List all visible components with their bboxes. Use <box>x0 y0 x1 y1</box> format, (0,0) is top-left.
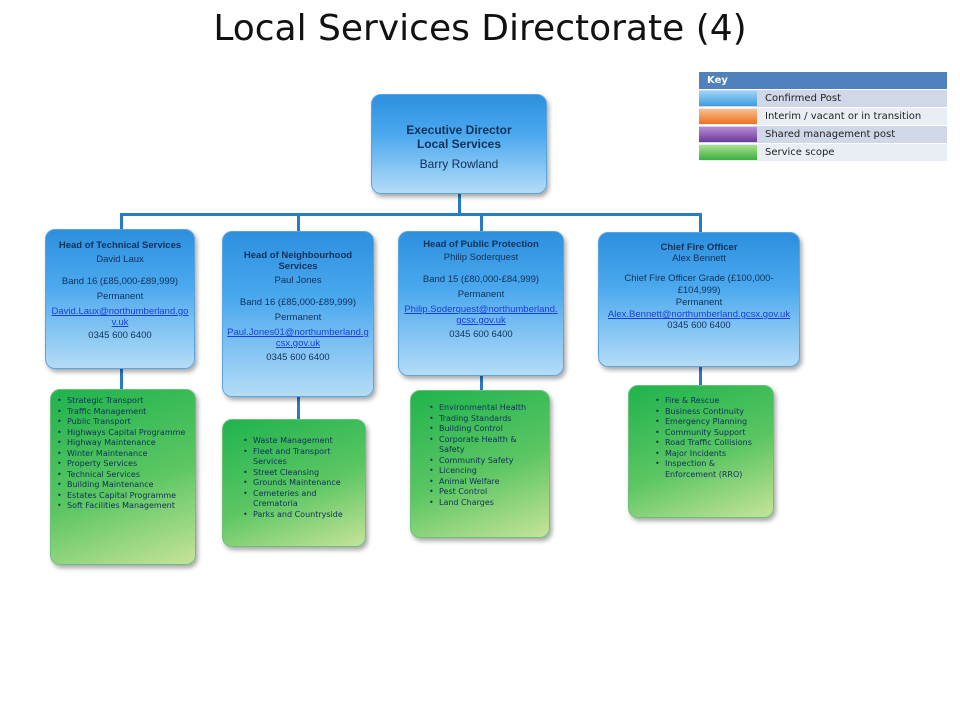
service-item: Winter Maintenance <box>57 449 189 460</box>
service-item: Soft Facilities Management <box>57 501 189 512</box>
shared-swatch <box>699 127 757 142</box>
head-name: Paul Jones <box>274 275 322 286</box>
connector <box>480 374 483 392</box>
services-box-neighbourhood: Waste ManagementFleet and Transport Serv… <box>222 419 366 547</box>
head-box-public-protection: Head of Public Protection Philip Soderqu… <box>398 231 564 376</box>
service-item: Corporate Health & Safety <box>429 435 543 456</box>
service-item: Animal Welfare <box>429 477 543 488</box>
head-status: Permanent <box>274 312 322 323</box>
connector <box>699 213 702 233</box>
key-label: Service scope <box>765 147 835 158</box>
service-item: Street Cleansing <box>243 468 359 479</box>
services-box-technical: Strategic TransportTraffic ManagementPub… <box>50 389 196 565</box>
head-email-link[interactable]: Paul.Jones01@northumberland.gcsx.gov.uk <box>227 327 369 349</box>
scope-swatch <box>699 145 757 160</box>
head-band: Chief Fire Officer Grade (£100,000-£104,… <box>624 273 774 296</box>
interim-swatch <box>699 109 757 124</box>
head-name: Alex Bennett <box>672 253 726 264</box>
service-item: Highways Capital Programme <box>57 428 189 439</box>
key-heading: Key <box>699 72 947 89</box>
key-item-interim: Interim / vacant or in transition <box>699 108 947 125</box>
service-item: Cemeteries and Crematoria <box>243 489 359 510</box>
service-item: Fleet and Transport Services <box>243 447 359 468</box>
head-email-link[interactable]: Philip.Soderquest@northumberland.gcsx.go… <box>404 304 558 326</box>
connector <box>699 366 702 386</box>
head-email-link[interactable]: David.Laux@northumberland.gov.uk <box>51 306 189 328</box>
service-item: Parks and Countryside <box>243 510 359 521</box>
head-title: Head of Neighbourhood Services <box>243 250 353 272</box>
service-item: Public Transport <box>57 417 189 428</box>
head-phone: 0345 600 6400 <box>88 330 152 341</box>
services-box-fire: Fire & RescueBusiness ContinuityEmergenc… <box>628 385 774 518</box>
service-item: Highway Maintenance <box>57 438 189 449</box>
executive-name: Barry Rowland <box>419 157 499 171</box>
service-item: Building Maintenance <box>57 480 189 491</box>
head-title: Head of Public Protection <box>423 239 539 250</box>
key-label: Interim / vacant or in transition <box>765 111 922 122</box>
head-email-link[interactable]: Alex.Bennett@northumberland.gcsx.gov.uk <box>607 309 791 320</box>
executive-title-line1: Executive Director <box>406 123 512 137</box>
head-phone: 0345 600 6400 <box>667 320 731 331</box>
key-label: Confirmed Post <box>765 93 842 104</box>
head-band: Band 15 (£80,000-£84,999) <box>422 274 540 285</box>
service-item: Fire & Rescue <box>655 396 767 407</box>
connector <box>458 192 461 214</box>
head-band: Band 16 (£85,000-£89,999) <box>61 276 179 287</box>
service-item: Traffic Management <box>57 407 189 418</box>
head-phone: 0345 600 6400 <box>449 329 513 340</box>
page-title: Local Services Directorate (4) <box>213 8 747 49</box>
service-item: Community Support <box>655 428 767 439</box>
key-item-scope: Service scope <box>699 144 947 161</box>
service-item: Licencing <box>429 466 543 477</box>
executive-title-line2: Local Services <box>416 137 502 151</box>
service-item: Emergency Planning <box>655 417 767 428</box>
head-status: Permanent <box>457 289 505 300</box>
connector <box>297 213 300 231</box>
service-item: Inspection & Enforcement (RRO) <box>655 459 767 480</box>
service-item: Property Services <box>57 459 189 470</box>
executive-title: Executive Director Local Services <box>372 123 546 151</box>
service-item: Estates Capital Programme <box>57 491 189 502</box>
head-box-neighbourhood: Head of Neighbourhood Services Paul Jone… <box>222 231 374 397</box>
executive-director-box: Executive Director Local Services Barry … <box>371 94 547 194</box>
service-item: Grounds Maintenance <box>243 478 359 489</box>
head-box-technical: Head of Technical Services David Laux Ba… <box>45 229 195 369</box>
connector <box>480 213 483 233</box>
service-item: Strategic Transport <box>57 396 189 407</box>
head-name: David Laux <box>96 254 144 265</box>
service-item: Business Continuity <box>655 407 767 418</box>
head-box-fire: Chief Fire Officer Alex Bennett Chief Fi… <box>598 232 800 367</box>
connector <box>297 395 300 421</box>
key-item-shared: Shared management post <box>699 126 947 143</box>
key-legend: Key Confirmed Post Interim / vacant or i… <box>699 72 947 161</box>
service-item: Waste Management <box>243 436 359 447</box>
service-item: Trading Standards <box>429 414 543 425</box>
service-item: Environmental Health <box>429 403 543 414</box>
service-item: Major Incidents <box>655 449 767 460</box>
head-name: Philip Soderquest <box>443 252 519 263</box>
service-item: Building Control <box>429 424 543 435</box>
service-item: Technical Services <box>57 470 189 481</box>
services-box-public-protection: Environmental HealthTrading StandardsBui… <box>410 390 550 538</box>
service-item: Road Traffic Collisions <box>655 438 767 449</box>
confirmed-swatch <box>699 91 757 106</box>
connector <box>120 213 702 216</box>
head-status: Permanent <box>675 297 723 308</box>
head-band: Band 16 (£85,000-£89,999) <box>239 297 357 308</box>
key-item-confirmed: Confirmed Post <box>699 90 947 107</box>
service-item: Pest Control <box>429 487 543 498</box>
key-label: Shared management post <box>765 129 896 140</box>
head-phone: 0345 600 6400 <box>266 352 330 363</box>
service-item: Land Charges <box>429 498 543 509</box>
connector <box>120 367 123 391</box>
service-item: Community Safety <box>429 456 543 467</box>
head-status: Permanent <box>96 291 144 302</box>
head-title: Head of Technical Services <box>58 240 182 251</box>
head-title: Chief Fire Officer <box>660 242 738 253</box>
connector <box>120 213 123 231</box>
